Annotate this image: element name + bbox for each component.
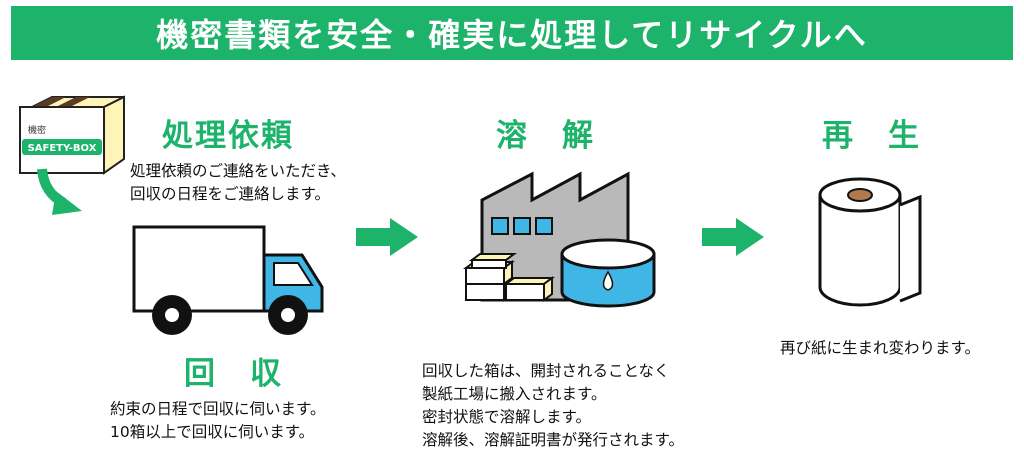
paper-roll-icon (818, 177, 922, 307)
collect-description: 約束の日程で回収に伺います。 10箱以上で回収に伺います。 (110, 398, 325, 444)
recycle-description: 再び紙に生まれ変わります。 (780, 337, 980, 360)
dissolve-description: 回収した箱は、開封されることなく 製紙工場に搬入されます。 密封状態で溶解します… (422, 360, 684, 452)
title-banner: 機密書類を安全・確実に処理してリサイクルへ (11, 6, 1013, 60)
collect-line-1: 約束の日程で回収に伺います。 (110, 400, 326, 418)
arrow-right-icon (702, 218, 764, 256)
box-small-label: 機密 (28, 124, 46, 136)
recycle-line-1: 再び紙に生まれ変わります。 (780, 339, 980, 357)
arrow-right-icon (356, 218, 418, 256)
collect-line-2: 10箱以上で回収に伺います。 (110, 423, 315, 441)
request-description: 処理依頼のご連絡をいただき、 回収の日程をご連絡します。 (130, 160, 346, 206)
recycle-title: 再 生 (822, 118, 921, 154)
factory-icon (463, 171, 656, 308)
dissolve-line-4: 溶解後、溶解証明書が発行されます。 (422, 431, 684, 449)
dissolve-line-3: 密封状態で溶解します。 (422, 408, 591, 426)
dissolve-title: 溶 解 (496, 118, 595, 154)
request-line-1: 処理依頼のご連絡をいただき、 (130, 162, 346, 180)
dissolve-line-2: 製紙工場に搬入されます。 (422, 385, 607, 403)
collect-title: 回 収 (184, 356, 283, 392)
truck-icon (132, 225, 324, 335)
request-line-2: 回収の日程をご連絡します。 (130, 185, 330, 203)
box-brand-label: SAFETY-BOX (28, 143, 97, 154)
banner-title: 機密書類を安全・確実に処理してリサイクルへ (156, 16, 868, 54)
safety-box-icon: 機密 SAFETY-BOX (19, 95, 125, 175)
dissolve-line-1: 回収した箱は、開封されることなく (422, 362, 670, 380)
request-title: 処理依頼 (162, 118, 294, 154)
curved-arrow-icon (37, 168, 82, 215)
